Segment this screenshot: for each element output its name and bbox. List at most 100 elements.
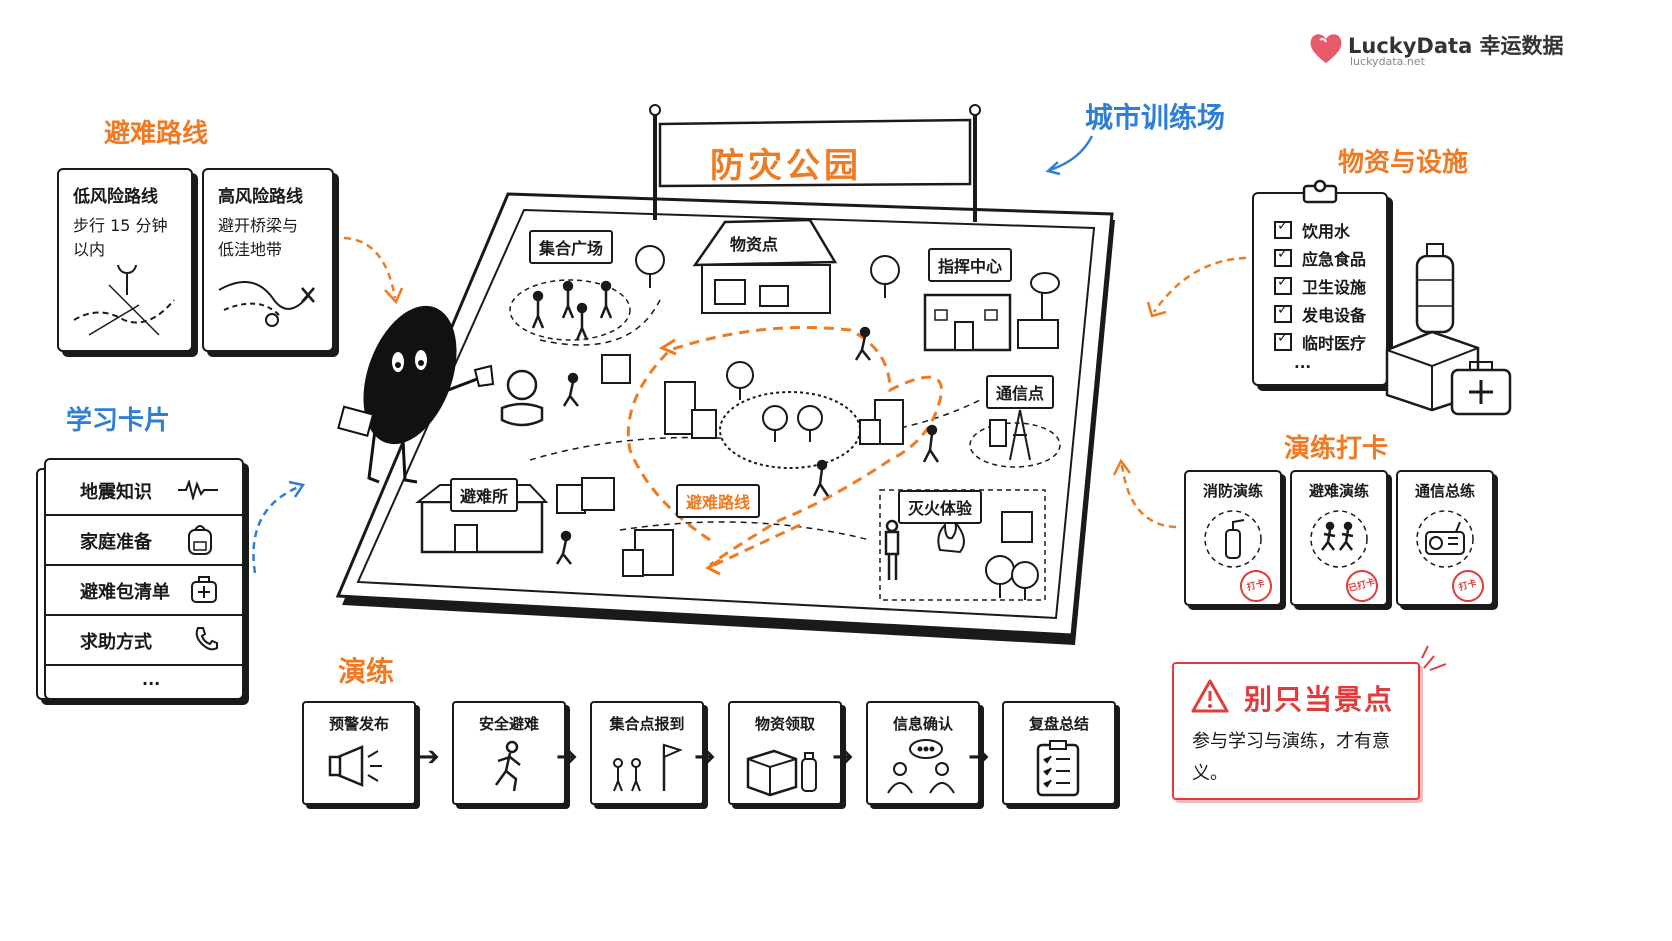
orange-arrow-icon xyxy=(1146,256,1247,318)
curved-arrow-icon xyxy=(1045,135,1094,176)
blue-arrow-icon xyxy=(252,480,306,574)
route-card-title: 高风险路线 xyxy=(218,187,303,207)
step-warning[interactable]: 预警发布 xyxy=(302,701,416,805)
checkin-stamp: 打卡 xyxy=(1448,566,1488,606)
step-review[interactable]: 复盘总结 xyxy=(1002,701,1116,805)
step-title: 复盘总结 xyxy=(1028,715,1089,733)
sign-fire: 灭火体验 xyxy=(898,490,983,524)
flag-people-icon xyxy=(613,743,683,792)
city-label: 城市训练场 xyxy=(1085,101,1226,134)
sign-shelter: 避难所 xyxy=(450,478,519,512)
routes-heading: 避难路线 xyxy=(104,119,209,149)
step-title: 安全避难 xyxy=(478,715,539,733)
drill-card-comm[interactable]: 通信总练 打卡 xyxy=(1396,470,1494,606)
arrow-right-icon: ➔ xyxy=(556,742,578,772)
checkin-stamp: 已打卡 xyxy=(1342,566,1382,606)
running-person-icon xyxy=(494,740,521,792)
study-card[interactable]: 地震知识 家庭准备 避难包清单 求助方式 ... xyxy=(44,458,244,700)
study-label: 避难包清单 xyxy=(80,582,170,603)
danger-route-icon xyxy=(218,281,315,327)
box-bottle-icon xyxy=(746,749,817,797)
study-more: ... xyxy=(142,670,161,689)
checkin-stamp: 打卡 xyxy=(1236,566,1276,606)
step-supplies[interactable]: 物资领取 xyxy=(728,701,842,805)
running-people-icon xyxy=(1310,510,1368,568)
study-row[interactable]: 求助方式 xyxy=(46,616,242,666)
study-row[interactable]: 家庭准备 xyxy=(46,516,242,566)
orange-arrow-icon xyxy=(343,236,404,305)
arrow-right-icon: ➔ xyxy=(694,742,716,772)
fire-extinguisher-icon xyxy=(1204,510,1262,568)
heart-logo-icon xyxy=(1310,34,1342,63)
brand-url: luckydata.net xyxy=(1350,55,1425,68)
step-title: 预警发布 xyxy=(328,715,389,733)
study-label: 求助方式 xyxy=(80,632,152,653)
supplies-clipboard: 饮用水 应急食品 卫生设施 发电设备 临时医疗 ... xyxy=(1252,179,1388,386)
study-row[interactable]: 地震知识 xyxy=(46,466,242,516)
study-row[interactable]: 避难包清单 xyxy=(46,566,242,616)
warning-box: 别只当景点 参与学习与演练，才有意义。 xyxy=(1172,662,1420,800)
drill-card-title: 避难演练 xyxy=(1308,482,1369,500)
megaphone-icon xyxy=(328,745,382,787)
chat-people-icon xyxy=(887,739,955,794)
step-title: 信息确认 xyxy=(892,715,953,733)
clipboard-checklist-icon xyxy=(1036,740,1080,797)
arrow-right-icon: ➔ xyxy=(832,742,854,772)
sign-assembly: 集合广场 xyxy=(529,230,614,264)
step-assembly[interactable]: 集合点报到 xyxy=(590,701,704,805)
arrow-right-icon: ➔ xyxy=(968,742,990,772)
drill-card-title: 消防演练 xyxy=(1202,482,1263,500)
step-title: 集合点报到 xyxy=(609,715,685,733)
drill-card-fire[interactable]: 消防演练 打卡 xyxy=(1184,470,1282,606)
study-label: 家庭准备 xyxy=(80,532,152,553)
checkbox-checked-icon xyxy=(1274,274,1292,295)
route-card-text: 步行 15 分钟 以内 xyxy=(73,216,168,259)
supply-item: 饮用水 xyxy=(1274,218,1350,242)
step-confirm[interactable]: 信息确认 xyxy=(866,701,980,805)
study-heading: 学习卡片 xyxy=(66,406,171,436)
brand-name: LuckyData 幸运数据 xyxy=(1348,34,1564,58)
warning-text: 参与学习与演练，才有意义。 xyxy=(1192,731,1390,784)
study-label: 地震知识 xyxy=(80,482,152,503)
sign-route: 避难路线 xyxy=(676,484,761,518)
warning-title: 别只当景点 xyxy=(1244,683,1395,716)
checkbox-checked-icon xyxy=(1274,330,1292,351)
warning-triangle-icon xyxy=(1191,679,1229,713)
checkbox-checked-icon xyxy=(1274,218,1292,239)
map-pin-icon xyxy=(73,265,175,336)
water-box-firstaid-icon xyxy=(1385,243,1512,416)
backpack-icon xyxy=(188,525,212,555)
sign-command: 指挥中心 xyxy=(928,248,1013,282)
orange-arrow-icon xyxy=(1112,458,1177,529)
supply-item: 发电设备 xyxy=(1274,302,1366,326)
supply-item: 卫生设施 xyxy=(1274,274,1366,298)
supply-item: 应急食品 xyxy=(1274,246,1366,270)
route-card-text: 避开桥梁与 低洼地带 xyxy=(218,216,299,259)
arrow-right-icon: ➔ xyxy=(418,742,440,772)
supply-item: 临时医疗 xyxy=(1274,330,1366,354)
banner-title: 防灾公园 xyxy=(710,146,862,186)
checkbox-checked-icon xyxy=(1274,246,1292,267)
drills-heading: 演练打卡 xyxy=(1284,434,1389,464)
brand-logo: LuckyData 幸运数据 luckydata.net xyxy=(1308,30,1564,70)
black-bean-character-icon xyxy=(337,305,495,484)
attention-marks-icon xyxy=(1421,645,1447,671)
sign-comm: 通信点 xyxy=(986,375,1055,409)
seismograph-icon xyxy=(178,480,218,500)
route-card-high[interactable]: 高风险路线 避开桥梁与 低洼地带 xyxy=(202,168,334,352)
checkbox-checked-icon xyxy=(1274,302,1292,323)
step-evacuate[interactable]: 安全避难 xyxy=(452,701,566,805)
clipboard-clip-icon xyxy=(1302,179,1338,204)
route-card-title: 低风险路线 xyxy=(73,187,158,207)
sign-supply: 物资点 xyxy=(730,235,779,254)
medical-bag-icon xyxy=(191,576,217,603)
supplies-heading: 物资与设施 xyxy=(1338,148,1469,178)
step-title: 物资领取 xyxy=(754,715,815,733)
route-card-low[interactable]: 低风险路线 步行 15 分钟 以内 xyxy=(57,168,193,352)
drill-card-title: 通信总练 xyxy=(1414,482,1475,500)
phone-icon xyxy=(195,627,218,651)
radio-icon xyxy=(1416,510,1474,568)
practice-heading: 演练 xyxy=(338,655,395,688)
drill-card-evacuation[interactable]: 避难演练 已打卡 xyxy=(1290,470,1388,606)
supplies-more: ... xyxy=(1294,354,1312,372)
